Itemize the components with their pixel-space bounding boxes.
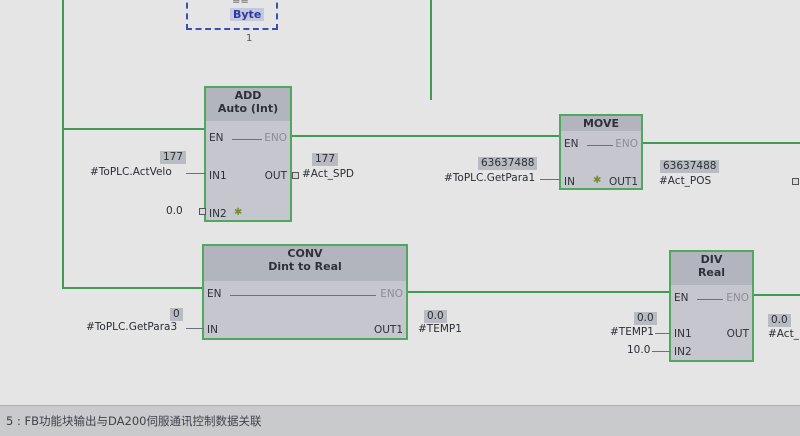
conv-in-value: 0	[170, 308, 183, 321]
div-out-var[interactable]: #Act_	[768, 328, 799, 340]
div-in1-wire	[655, 333, 670, 334]
div-block-subtitle: Real	[697, 266, 726, 279]
power-rail	[62, 0, 64, 288]
network-index: 1	[246, 33, 253, 44]
compare-op: ==	[232, 0, 249, 7]
div-pin-in1: IN1	[674, 328, 692, 340]
div-in2-wire	[652, 351, 670, 352]
add-block[interactable]: ADD Auto (Int) EN ENO IN1 OUT IN2 ✱	[204, 86, 292, 222]
move-in-value: 63637488	[478, 157, 538, 170]
add-block-title: ADD	[234, 89, 262, 102]
conv-block-subtitle: Dint to Real	[268, 260, 342, 273]
div-pin-out: OUT	[726, 328, 749, 340]
add-out-value: 177	[312, 153, 339, 166]
add-in1-value: 177	[160, 151, 187, 164]
add-in2-marker	[199, 208, 206, 215]
move-en-eno-line	[587, 145, 613, 146]
div-block[interactable]: DIV Real EN ENO IN1 OUT IN2	[669, 250, 754, 362]
conv-pin-in: IN	[207, 324, 218, 336]
add-out-marker	[292, 172, 299, 179]
move-block-title: MOVE	[582, 117, 620, 130]
div-in1-value: 0.0	[634, 312, 657, 325]
move-pin-eno: ENO	[615, 138, 638, 150]
move-pin-out1: OUT1	[608, 176, 638, 188]
conv-pin-eno: ENO	[380, 288, 403, 300]
wire-add-eno-to-move-en	[290, 135, 560, 137]
add-in1-wire	[186, 173, 206, 174]
div-in1-var[interactable]: #TEMP1	[610, 326, 654, 338]
div-pin-en: EN	[674, 292, 689, 304]
wire-conv-eno-to-div-en	[408, 291, 671, 293]
div-in2-value[interactable]: 10.0	[627, 344, 651, 356]
add-in1-var[interactable]: #ToPLC.ActVelo	[90, 166, 172, 178]
move-in-var[interactable]: #ToPLC.GetPara1	[444, 172, 536, 184]
wire-right-stub	[430, 0, 432, 100]
add-block-subtitle: Auto (Int)	[217, 102, 279, 115]
move-insert-output-icon[interactable]: ✱	[593, 175, 602, 186]
conv-out-value: 0.0	[424, 310, 447, 323]
add-pin-in1: IN1	[209, 170, 227, 182]
network-comment-text: 5 : FB功能块输出与DA200伺服通讯控制数据关联	[6, 414, 262, 428]
wire-move-eno-out	[642, 142, 800, 144]
wire-rail-to-conv-en	[62, 287, 204, 289]
div-block-title: DIV	[700, 253, 723, 266]
compare-type: Byte	[230, 8, 265, 21]
div-out-value: 0.0	[768, 314, 791, 327]
conv-in-wire	[186, 328, 204, 329]
move-in-wire	[540, 179, 560, 180]
move-out-value: 63637488	[660, 160, 720, 173]
wire-rail-to-add-en	[62, 128, 206, 130]
div-pin-eno: ENO	[726, 292, 749, 304]
add-in2-value[interactable]: 0.0	[166, 205, 183, 217]
move-pin-in: IN	[564, 176, 575, 188]
conv-block-title: CONV	[287, 247, 323, 260]
move-block[interactable]: MOVE EN ENO IN ✱ OUT1	[559, 114, 643, 190]
conv-block[interactable]: CONV Dint to Real EN ENO IN OUT1	[202, 244, 408, 340]
conv-en-eno-line	[230, 295, 376, 296]
move-out-var[interactable]: #Act_POS	[659, 175, 712, 187]
div-en-eno-line	[697, 299, 723, 300]
network-comment-bar[interactable]: 5 : FB功能块输出与DA200伺服通讯控制数据关联	[0, 405, 800, 436]
div-pin-in2: IN2	[674, 346, 692, 358]
wire-div-eno-out	[753, 294, 800, 296]
add-pin-eno: ENO	[264, 132, 287, 144]
compare-block[interactable]: == Byte	[186, 0, 278, 30]
add-insert-input-icon[interactable]: ✱	[234, 207, 243, 218]
add-pin-out: OUT	[264, 170, 287, 182]
add-pin-en: EN	[209, 132, 224, 144]
add-pin-in2: IN2	[209, 208, 227, 220]
conv-in-var[interactable]: #ToPLC.GetPara3	[86, 321, 178, 333]
conv-out-var[interactable]: #TEMP1	[418, 323, 462, 335]
conv-pin-en: EN	[207, 288, 222, 300]
add-out-var[interactable]: #Act_SPD	[302, 168, 355, 180]
add-en-eno-line	[232, 139, 262, 140]
conv-pin-out1: OUT1	[373, 324, 403, 336]
move-pin-en: EN	[564, 138, 579, 150]
offscreen-marker	[792, 178, 799, 185]
